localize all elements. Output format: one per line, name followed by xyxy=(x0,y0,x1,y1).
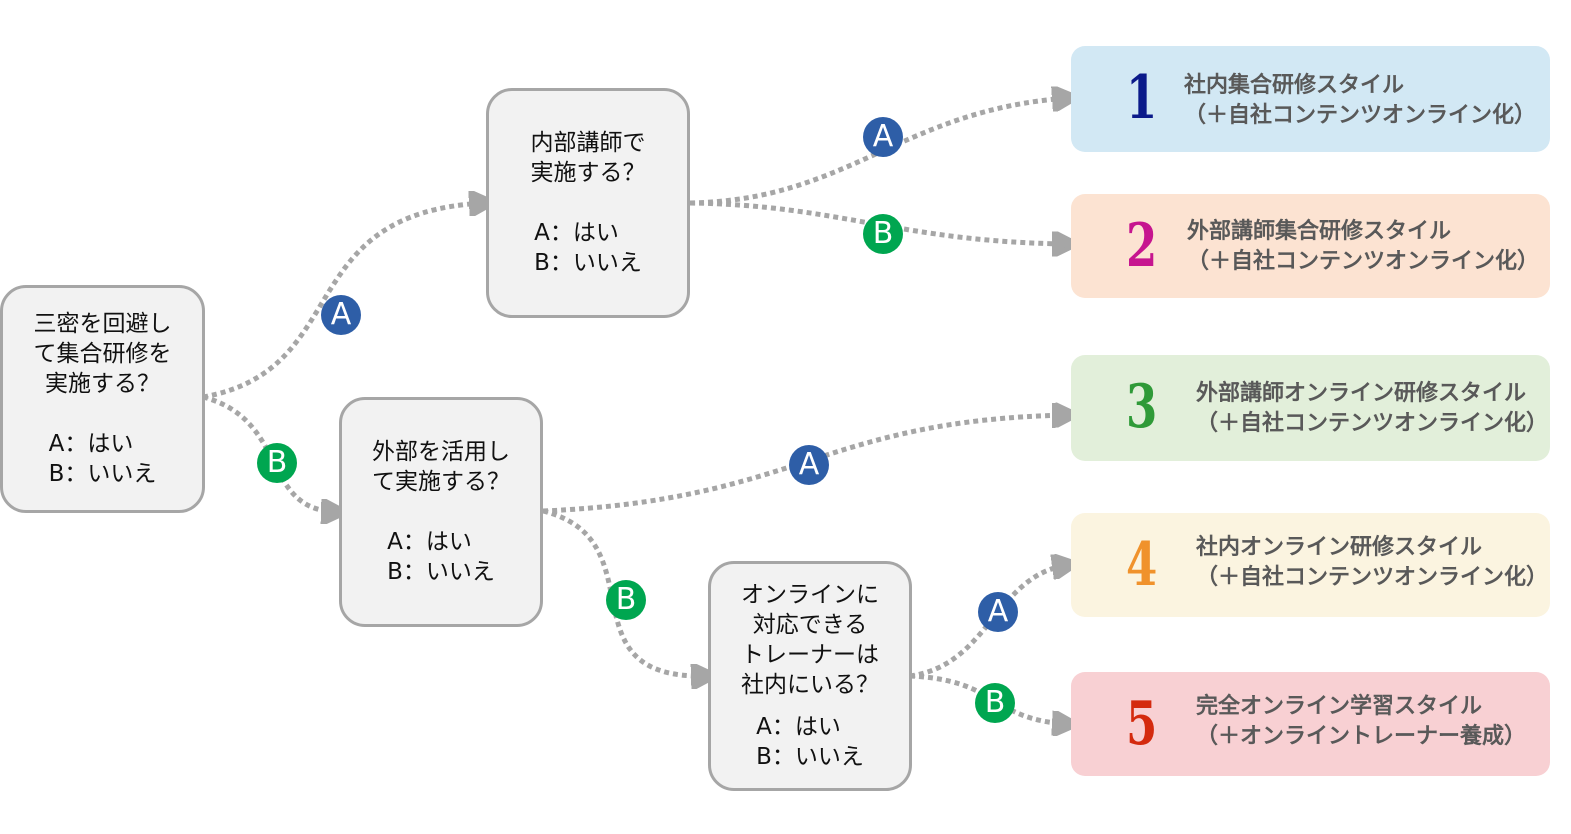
badge-a-q1: A xyxy=(321,295,361,335)
question-box-q2: 内部講師で 実施する？ A：はい B：いいえ xyxy=(486,88,690,318)
badge-a-q4: A xyxy=(978,592,1018,632)
result-box-2: 2 外部講師集合研修スタイル （＋自社コンテンツオンライン化） xyxy=(1071,194,1550,298)
badge-a-q2: A xyxy=(863,117,903,157)
result-box-3: 3 外部講師オンライン研修スタイル （＋自社コンテンツオンライン化） xyxy=(1071,355,1550,461)
option-a: A：はい xyxy=(534,220,619,246)
result-box-4: 4 社内オンライン研修スタイル （＋自社コンテンツオンライン化） xyxy=(1071,513,1550,617)
question-box-q4: オンラインに 対応できる トレーナーは 社内にいる？ A：はい B：いいえ xyxy=(708,561,912,791)
badge-b-q1: B xyxy=(257,443,297,483)
badge-b-q3: B xyxy=(606,580,646,620)
result-title-5: 完全オンライン学習スタイル （＋オンライントレーナー養成） xyxy=(1196,694,1527,749)
result-number-3: 3 xyxy=(1126,372,1158,442)
result-title-2: 外部講師集合研修スタイル （＋自社コンテンツオンライン化） xyxy=(1187,219,1540,274)
question-text: 三密を回避し て集合研修を 実施する？ xyxy=(33,311,172,397)
badge-b-q2: B xyxy=(863,214,903,254)
option-b: B：いいえ xyxy=(534,250,642,276)
option-a: A：はい xyxy=(387,529,472,555)
option-a: A：はい xyxy=(48,431,134,457)
option-a: A：はい xyxy=(756,714,841,740)
answer-options: A：はい B：いいえ xyxy=(756,712,864,772)
result-number-5: 5 xyxy=(1126,689,1158,759)
answer-options: A：はい B：いいえ xyxy=(534,218,642,278)
result-number-1: 1 xyxy=(1126,63,1158,133)
option-b: B：いいえ xyxy=(756,744,864,770)
question-box-q1: 三密を回避し て集合研修を 実施する？ A：はい B：いいえ xyxy=(0,285,205,513)
result-title-4: 社内オンライン研修スタイル （＋自社コンテンツオンライン化） xyxy=(1196,535,1549,590)
result-number-2: 2 xyxy=(1126,211,1158,281)
option-b: B：いいえ xyxy=(48,461,157,487)
connector-q4-b xyxy=(909,673,1068,724)
question-text: オンラインに 対応できる トレーナーは 社内にいる？ xyxy=(741,582,879,698)
result-box-5: 5 完全オンライン学習スタイル （＋オンライントレーナー養成） xyxy=(1071,672,1550,776)
question-text: 外部を活用し て実施する？ xyxy=(372,439,510,495)
question-box-q3: 外部を活用し て実施する？ A：はい B：いいえ xyxy=(339,397,543,627)
result-box-1: 1 社内集合研修スタイル （＋自社コンテンツオンライン化） xyxy=(1071,46,1550,152)
question-text: 内部講師で 実施する？ xyxy=(530,130,646,186)
result-title-3: 外部講師オンライン研修スタイル （＋自社コンテンツオンライン化） xyxy=(1196,381,1549,436)
badge-a-q3: A xyxy=(789,445,829,485)
answer-options: A：はい B：いいえ xyxy=(49,429,157,489)
result-number-4: 4 xyxy=(1126,530,1158,600)
option-b: B：いいえ xyxy=(387,559,495,585)
connector-q1-a xyxy=(202,203,485,400)
answer-options: A：はい B：いいえ xyxy=(387,527,495,587)
result-title-1: 社内集合研修スタイル （＋自社コンテンツオンライン化） xyxy=(1184,73,1537,128)
badge-b-q4: B xyxy=(975,683,1015,723)
